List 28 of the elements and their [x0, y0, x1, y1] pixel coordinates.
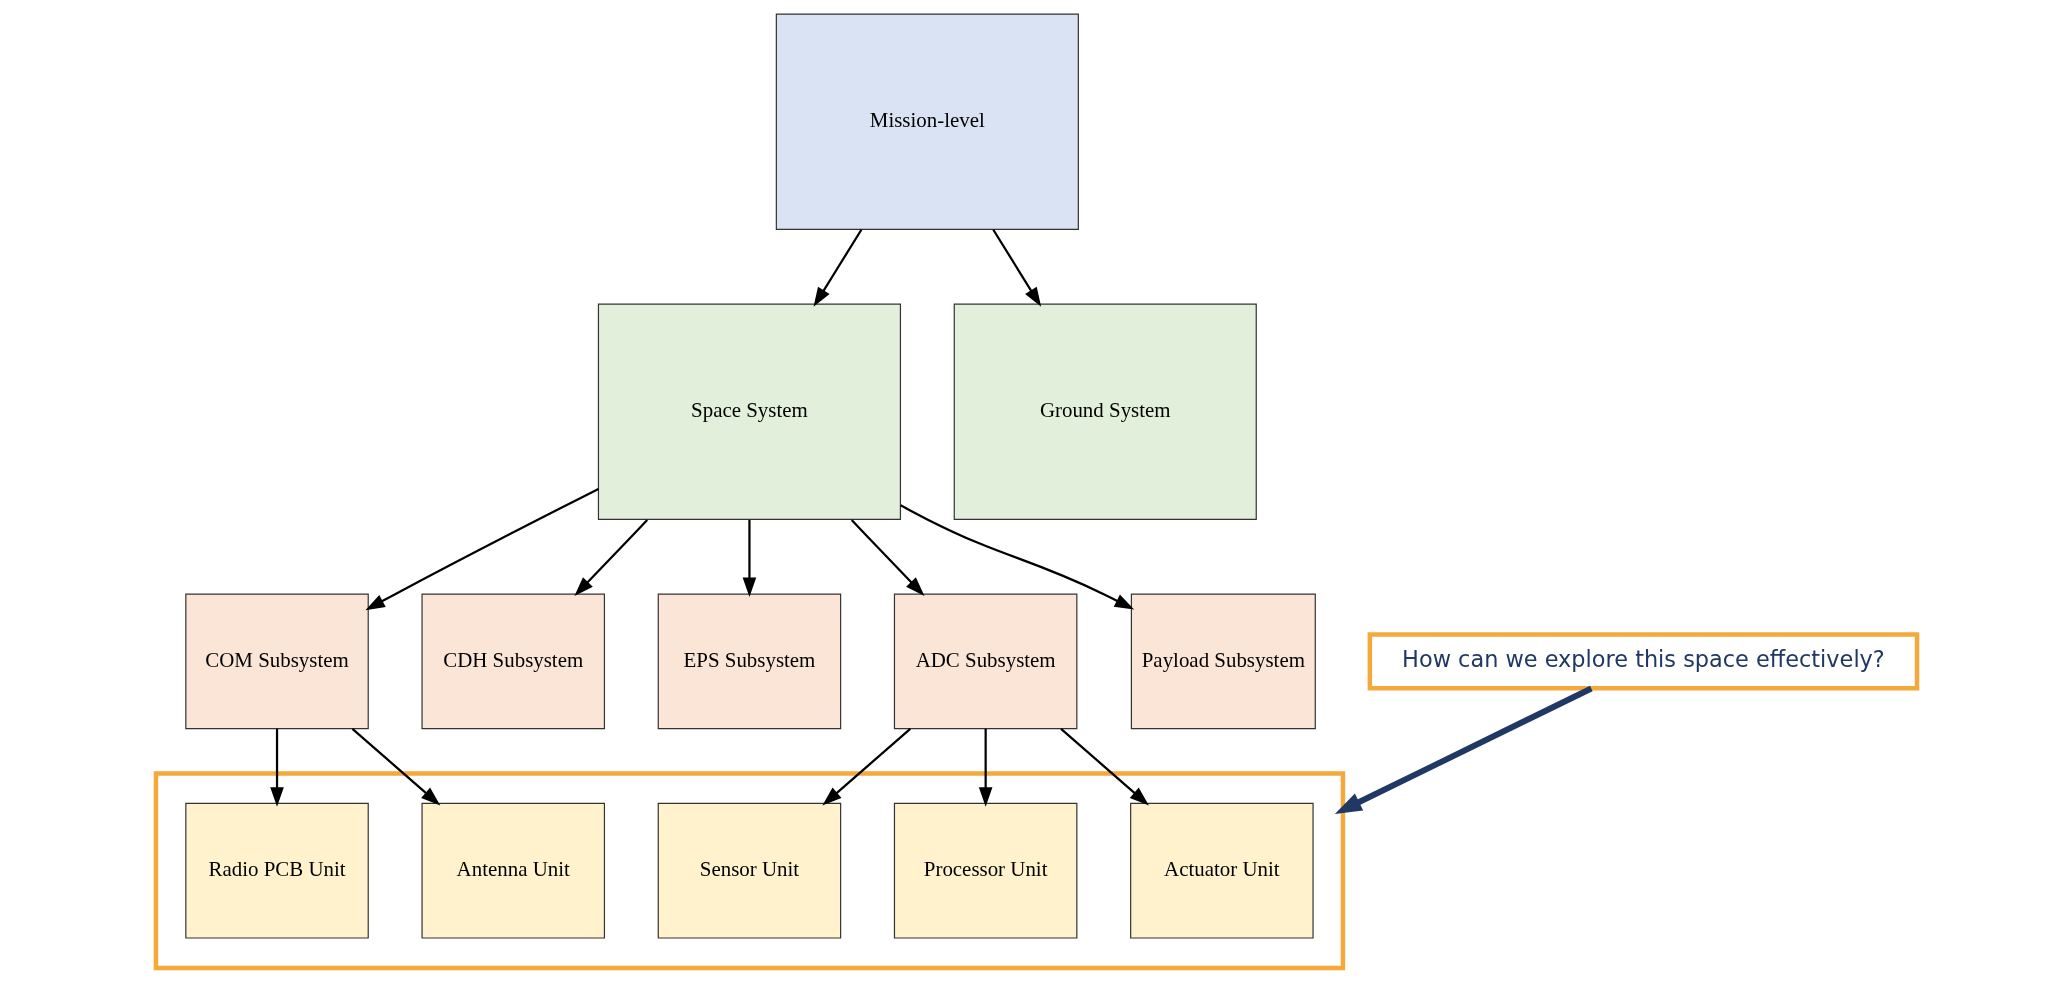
arrow — [742, 520, 757, 597]
node-box: Antenna Unit — [421, 802, 606, 939]
node-box: Actuator Unit — [1130, 802, 1314, 939]
node-box: EPS Subsystem — [657, 593, 842, 730]
arrow — [900, 504, 1135, 610]
arrow — [574, 519, 649, 597]
node-box: Sensor Unit — [657, 802, 842, 939]
node-box: Space System — [597, 303, 902, 520]
arrow — [822, 727, 911, 806]
cluster — [153, 771, 1346, 971]
node-box: Ground System — [953, 303, 1257, 520]
node-box: Payload Subsystem — [1130, 593, 1316, 730]
arrow — [365, 487, 599, 611]
node-box: How can we explore this space effectively? — [1367, 632, 1920, 691]
arrow — [850, 519, 925, 597]
node-box: Radio PCB Unit — [185, 802, 369, 939]
node-box: COM Subsystem — [185, 593, 369, 730]
node-box: CDH Subsystem — [421, 593, 606, 730]
arrow — [1334, 685, 1593, 814]
arrow — [813, 229, 863, 307]
arrow — [1060, 727, 1149, 806]
arrow — [270, 728, 284, 807]
node-box: ADC Subsystem — [893, 593, 1078, 730]
node-box: Processor Unit — [893, 802, 1078, 939]
arrow — [992, 229, 1042, 307]
arrow — [978, 728, 993, 807]
node-box: Mission-level — [775, 13, 1079, 230]
arrow — [351, 727, 441, 806]
